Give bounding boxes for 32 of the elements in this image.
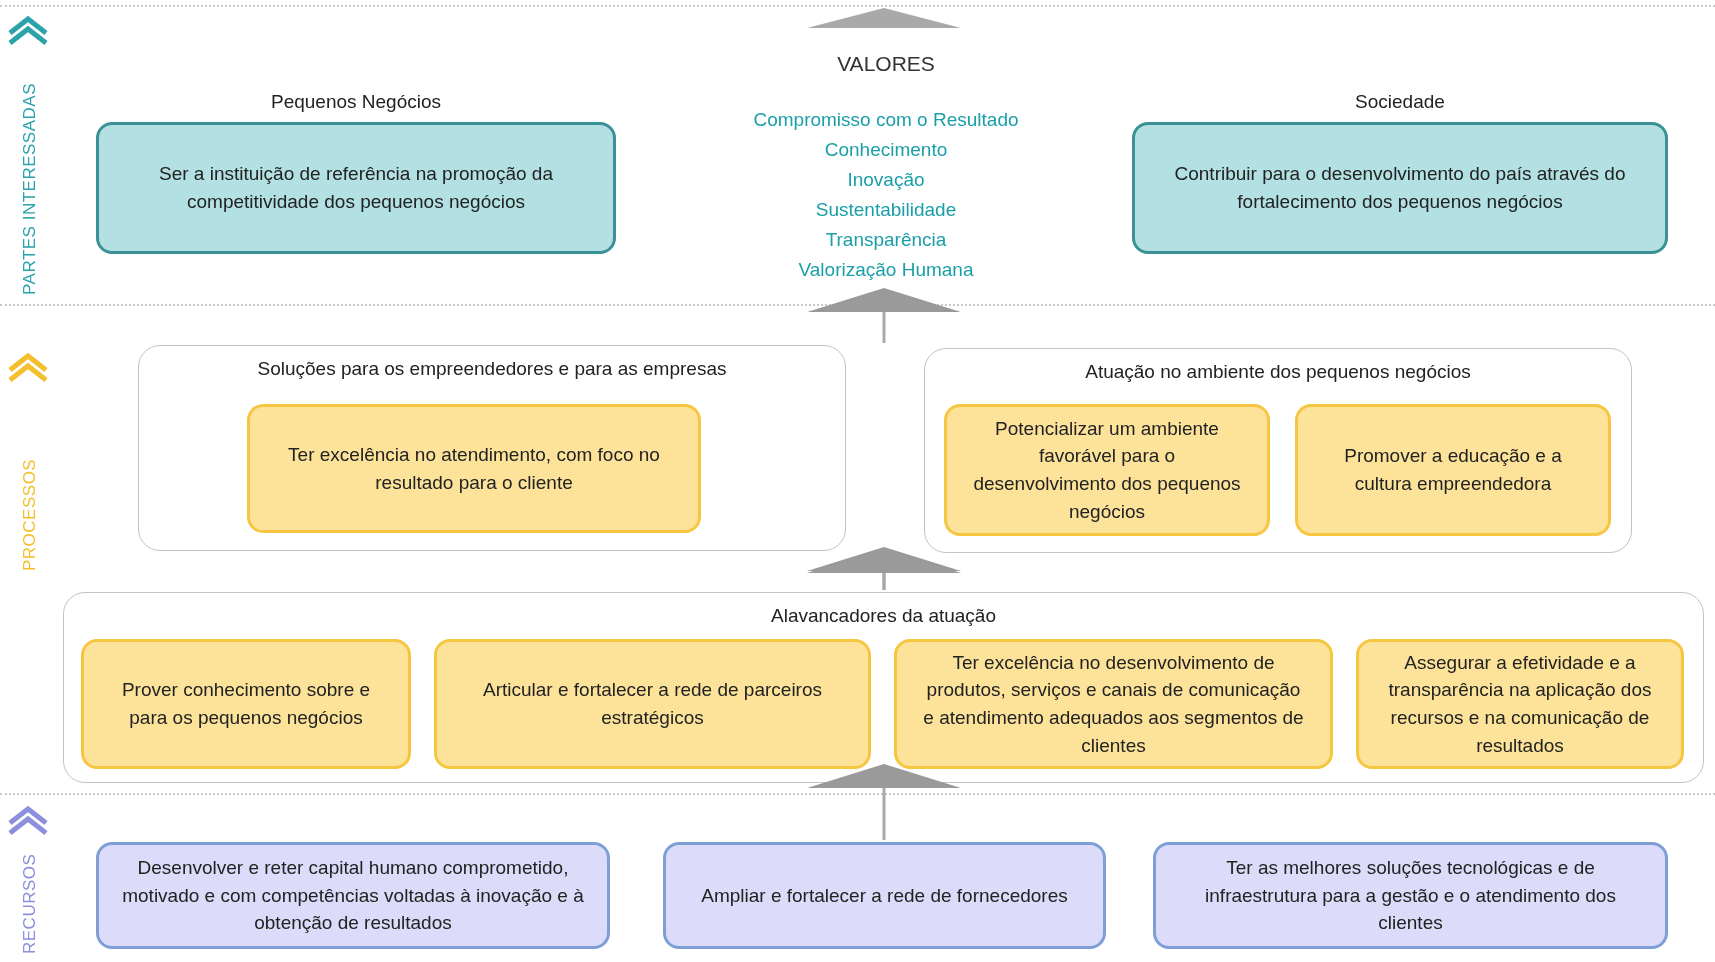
- objective-box: Prover conhecimento sobre e para os pequenos negócios: [81, 639, 411, 769]
- stakeholder-heading: Sociedade: [1354, 90, 1446, 114]
- layer-label: PROCESSOS: [20, 457, 40, 571]
- arrow: [807, 764, 961, 840]
- objective-box: Ter excelência no desenvolvimento de produtos, serviços e canais de comunicação e atendimento adequados aos segmentos de clientes: [894, 639, 1333, 769]
- arrow: [807, 288, 961, 343]
- group-panel: [138, 345, 846, 551]
- objective-box: Promover a educação e a cultura empreendedora: [1295, 404, 1611, 536]
- value-item: Valorização Humana: [797, 259, 975, 281]
- stakeholder-heading: Pequenos Negócios: [269, 90, 443, 114]
- values-heading: VALORES: [836, 52, 936, 76]
- group-title: Atuação no ambiente dos pequenos negócios: [1084, 361, 1472, 383]
- value-item: Inovação: [846, 169, 926, 191]
- objective-box: Ampliar e fortalecer a rede de fornecedores: [663, 842, 1106, 949]
- value-item: Transparência: [824, 229, 948, 251]
- objective-box: Assegurar a efetividade e a transparência na aplicação dos recursos e na comunicação de resultados: [1356, 639, 1684, 769]
- objective-box: Ser a instituição de referência na promoção da competitividade dos pequenos negócios: [96, 122, 616, 254]
- layer-label: PARTES INTERESSADAS: [20, 82, 40, 295]
- group-title: Soluções para os empreendedores e para as empresas: [256, 358, 728, 380]
- objective-box: Potencializar um ambiente favorável para o desenvolvimento dos pequenos negócios: [944, 404, 1270, 536]
- group-title: Alavancadores da atuação: [770, 605, 997, 627]
- objective-box: Articular e fortalecer a rede de parceiros estratégicos: [434, 639, 871, 769]
- value-item: Sustentabilidade: [814, 199, 958, 221]
- value-item: Conhecimento: [823, 139, 949, 161]
- objective-box: Desenvolver e reter capital humano comprometido, motivado e com competências voltadas à inovação e à obtenção de resultados: [96, 842, 610, 949]
- value-item: Compromisso com o Resultado: [752, 109, 1020, 131]
- group-panel: [63, 592, 1704, 783]
- objective-box: Ter as melhores soluções tecnológicas e de infraestrutura para a gestão e o atendimento dos clientes: [1153, 842, 1668, 949]
- group-panel: [924, 348, 1632, 553]
- objective-box: Ter excelência no atendimento, com foco no resultado para o cliente: [247, 404, 701, 533]
- objective-box: Contribuir para o desenvolvimento do país através do fortalecimento dos pequenos negócios: [1132, 122, 1668, 254]
- layer-label: RECURSOS: [20, 852, 40, 954]
